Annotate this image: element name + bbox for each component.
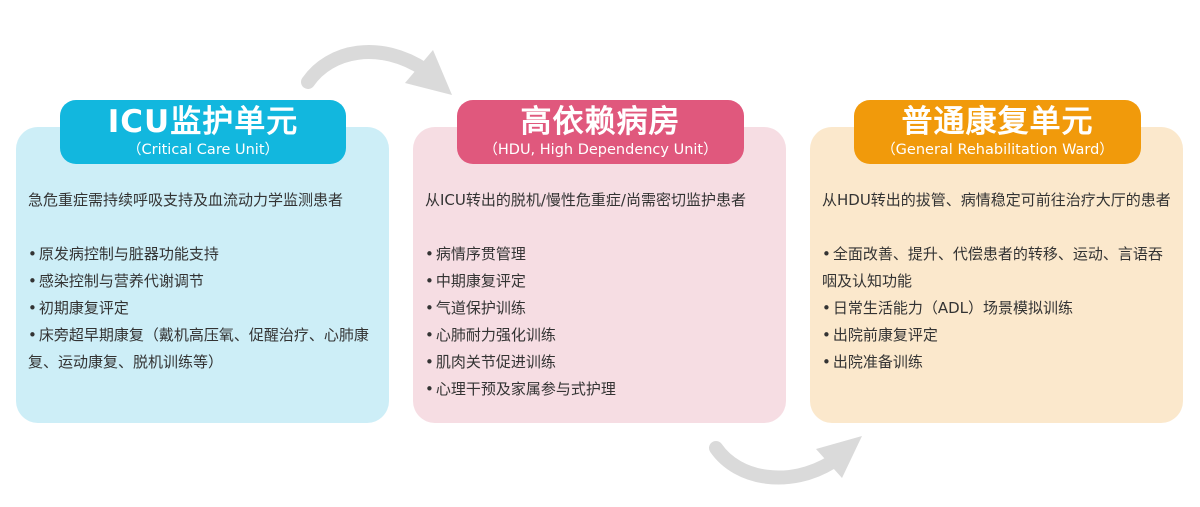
list-item: •全面改善、提升、代偿患者的转移、运动、言语吞咽及认知功能: [822, 241, 1171, 295]
ward-item-list: •全面改善、提升、代偿患者的转移、运动、言语吞咽及认知功能 •日常生活能力（AD…: [822, 241, 1171, 376]
bullet-icon: •: [822, 245, 831, 263]
hdu-subtitle: （HDU, High Dependency Unit）: [483, 142, 718, 158]
bullet-icon: •: [425, 326, 434, 344]
bullet-icon: •: [28, 299, 37, 317]
list-item-text: 病情序贯管理: [435, 245, 526, 263]
list-item: •肌肉关节促进训练: [425, 349, 774, 376]
ward-description: 从HDU转出的拔管、病情稳定可前往治疗大厅的患者: [822, 191, 1171, 209]
bottom-flow-arrow: [709, 436, 862, 485]
bullet-icon: •: [822, 299, 831, 317]
list-item-text: 原发病控制与脏器功能支持: [38, 245, 219, 263]
list-item-text: 床旁超早期康复（戴机高压氧、促醒治疗、心肺康复、运动康复、脱机训练等）: [28, 326, 369, 371]
bullet-icon: •: [822, 353, 831, 371]
bullet-icon: •: [28, 272, 37, 290]
list-item-text: 感染控制与营养代谢调节: [38, 272, 204, 290]
list-item-text: 气道保护训练: [435, 299, 526, 317]
list-item: •感染控制与营养代谢调节: [28, 268, 377, 295]
list-item: •中期康复评定: [425, 268, 774, 295]
hdu-title: 高依赖病房: [520, 104, 681, 140]
list-item-text: 心肺耐力强化训练: [435, 326, 556, 344]
bullet-icon: •: [822, 326, 831, 344]
bullet-icon: •: [28, 326, 37, 344]
bullet-icon: •: [425, 353, 434, 371]
list-item-text: 出院准备训练: [832, 353, 923, 371]
hdu-badge: 高依赖病房 （HDU, High Dependency Unit）: [457, 100, 744, 164]
hdu-item-list: •病情序贯管理 •中期康复评定 •气道保护训练 •心肺耐力强化训练 •肌肉关节促…: [425, 241, 774, 403]
list-item: •气道保护训练: [425, 295, 774, 322]
list-item: •出院前康复评定: [822, 322, 1171, 349]
hdu-card: 从ICU转出的脱机/慢性危重症/尚需密切监护患者 •病情序贯管理 •中期康复评定…: [413, 127, 786, 423]
ward-title: 普通康复单元: [901, 104, 1094, 140]
list-item: •心肺耐力强化训练: [425, 322, 774, 349]
bullet-icon: •: [425, 299, 434, 317]
list-item-text: 初期康复评定: [38, 299, 129, 317]
list-item: •初期康复评定: [28, 295, 377, 322]
ward-badge: 普通康复单元 （General Rehabilitation Ward）: [854, 100, 1141, 164]
list-item-text: 全面改善、提升、代偿患者的转移、运动、言语吞咽及认知功能: [822, 245, 1163, 290]
icu-description: 急危重症需持续呼吸支持及血流动力学监测患者: [28, 191, 344, 209]
icu-card: 急危重症需持续呼吸支持及血流动力学监测患者 •原发病控制与脏器功能支持 •感染控…: [16, 127, 389, 423]
bullet-icon: •: [425, 272, 434, 290]
list-item: •心理干预及家属参与式护理: [425, 376, 774, 403]
icu-item-list: •原发病控制与脏器功能支持 •感染控制与营养代谢调节 •初期康复评定 •床旁超早…: [28, 241, 377, 376]
list-item: •病情序贯管理: [425, 241, 774, 268]
icu-title: ICU监护单元: [107, 104, 299, 140]
bullet-icon: •: [425, 245, 434, 263]
list-item-text: 肌肉关节促进训练: [435, 353, 556, 371]
hdu-description: 从ICU转出的脱机/慢性危重症/尚需密切监护患者: [425, 191, 746, 209]
bullet-icon: •: [425, 380, 434, 398]
ward-subtitle: （General Rehabilitation Ward）: [881, 142, 1114, 158]
list-item: •日常生活能力（ADL）场景模拟训练: [822, 295, 1171, 322]
list-item: •床旁超早期康复（戴机高压氧、促醒治疗、心肺康复、运动康复、脱机训练等）: [28, 322, 377, 376]
bullet-icon: •: [28, 245, 37, 263]
list-item: •原发病控制与脏器功能支持: [28, 241, 377, 268]
list-item-text: 日常生活能力（ADL）场景模拟训练: [832, 299, 1074, 317]
list-item-text: 心理干预及家属参与式护理: [435, 380, 616, 398]
list-item-text: 中期康复评定: [435, 272, 526, 290]
top-flow-arrow: [301, 45, 452, 95]
list-item-text: 出院前康复评定: [832, 326, 938, 344]
ward-card: 从HDU转出的拔管、病情稳定可前往治疗大厅的患者 •全面改善、提升、代偿患者的转…: [810, 127, 1183, 423]
icu-badge: ICU监护单元 （Critical Care Unit）: [60, 100, 346, 164]
list-item: •出院准备训练: [822, 349, 1171, 376]
icu-subtitle: （Critical Care Unit）: [126, 142, 280, 158]
